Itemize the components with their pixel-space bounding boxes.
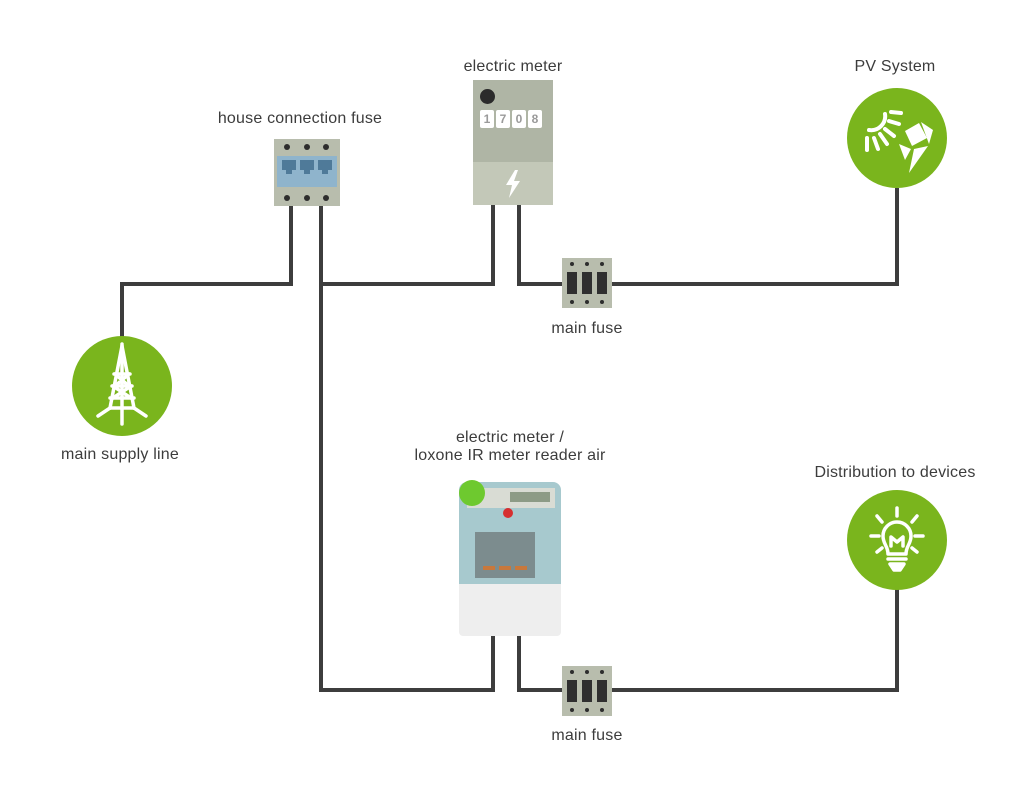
wire-fuse-to-meter bbox=[321, 205, 495, 286]
wire-meter-to-mainfuse bbox=[517, 205, 562, 286]
ir-meter-label-line1: electric meter / bbox=[455, 429, 565, 446]
meter-digit: 0 bbox=[512, 110, 526, 128]
distribution-label: Distribution to devices bbox=[814, 464, 976, 481]
main-supply-line-label: main supply line bbox=[61, 446, 179, 463]
ir-meter-device bbox=[455, 478, 565, 636]
wire-ir-meter-to-mainfuse bbox=[517, 636, 562, 692]
pv-system-node bbox=[847, 88, 947, 188]
meter-lower-panel bbox=[473, 162, 553, 205]
copper-terminal bbox=[483, 566, 495, 570]
ir-meter-label-line2: loxone IR meter reader air bbox=[414, 447, 606, 464]
main-fuse-bottom-label: main fuse bbox=[551, 727, 623, 744]
wire-fuse-to-ir-meter bbox=[319, 205, 495, 692]
meter-terminal-block bbox=[475, 532, 535, 578]
meter-digit: 1 bbox=[480, 110, 494, 128]
transmission-tower-icon bbox=[96, 342, 148, 426]
meter-terminal-cover bbox=[459, 584, 561, 636]
electric-meter-label: electric meter bbox=[463, 58, 563, 75]
copper-terminal bbox=[499, 566, 511, 570]
ir-meter-label: electric meter / loxone IR meter reader … bbox=[380, 429, 640, 465]
lightning-bolt-icon bbox=[506, 170, 520, 198]
copper-terminal bbox=[515, 566, 527, 570]
meter-digit: 7 bbox=[496, 110, 510, 128]
main-fuse-top bbox=[562, 258, 612, 308]
main-fuse-top-label: main fuse bbox=[551, 320, 623, 337]
main-fuse-bottom bbox=[562, 666, 612, 716]
wire-mainfuse-to-distribution bbox=[612, 588, 899, 692]
house-connection-fuse-label: house connection fuse bbox=[217, 110, 383, 127]
solar-panel-icon bbox=[865, 110, 933, 173]
meter-counter-display: 1 7 0 8 bbox=[480, 110, 542, 128]
meter-digit: 8 bbox=[528, 110, 542, 128]
ir-reader-head bbox=[459, 480, 485, 506]
distribution-node bbox=[847, 490, 947, 590]
meter-sensor-dot bbox=[480, 89, 495, 104]
meter-lcd-screen bbox=[510, 492, 550, 502]
pv-system-label: PV System bbox=[854, 58, 936, 75]
meter-red-button bbox=[503, 508, 513, 518]
electric-meter: 1 7 0 8 bbox=[473, 80, 553, 205]
light-bulb-icon bbox=[869, 506, 925, 572]
wire-mainfuse-to-pv bbox=[612, 188, 899, 286]
wire-fuse-to-supply bbox=[120, 205, 293, 340]
main-supply-line-node bbox=[72, 336, 172, 436]
house-connection-fuse bbox=[274, 139, 340, 206]
